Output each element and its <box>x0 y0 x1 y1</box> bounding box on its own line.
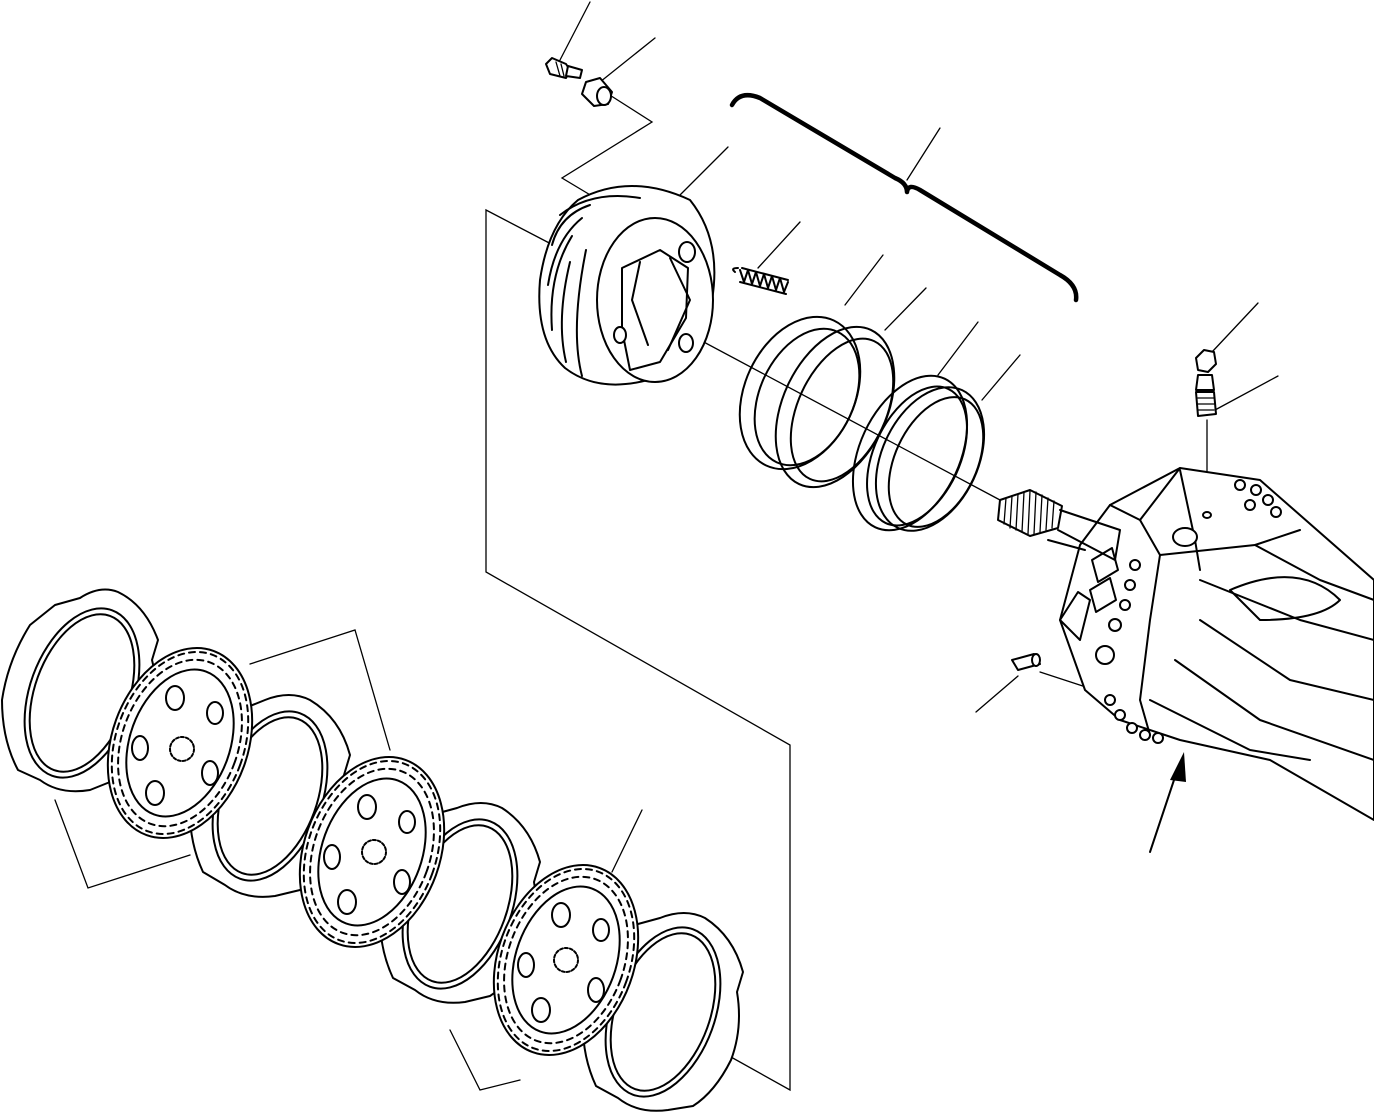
seal-ring-icon <box>738 315 986 532</box>
axle-shaft-icon <box>997 489 1121 561</box>
bleeder-screw-icon <box>545 57 583 79</box>
return-spring-icon <box>732 267 789 295</box>
axle-housing-icon <box>1059 467 1374 821</box>
assembly-links <box>54 91 791 1092</box>
bleeder-cap-icon <box>581 77 613 107</box>
callout-leaders <box>559 1 1279 873</box>
dowel-pin-icon <box>1011 653 1041 671</box>
bleeder-fitting-icon <box>1195 349 1217 417</box>
brake-disc-icon <box>106 647 640 1056</box>
view-arrow-icon <box>1149 752 1186 853</box>
assembly-brace <box>729 92 1079 303</box>
brake-piston-icon <box>538 185 716 386</box>
